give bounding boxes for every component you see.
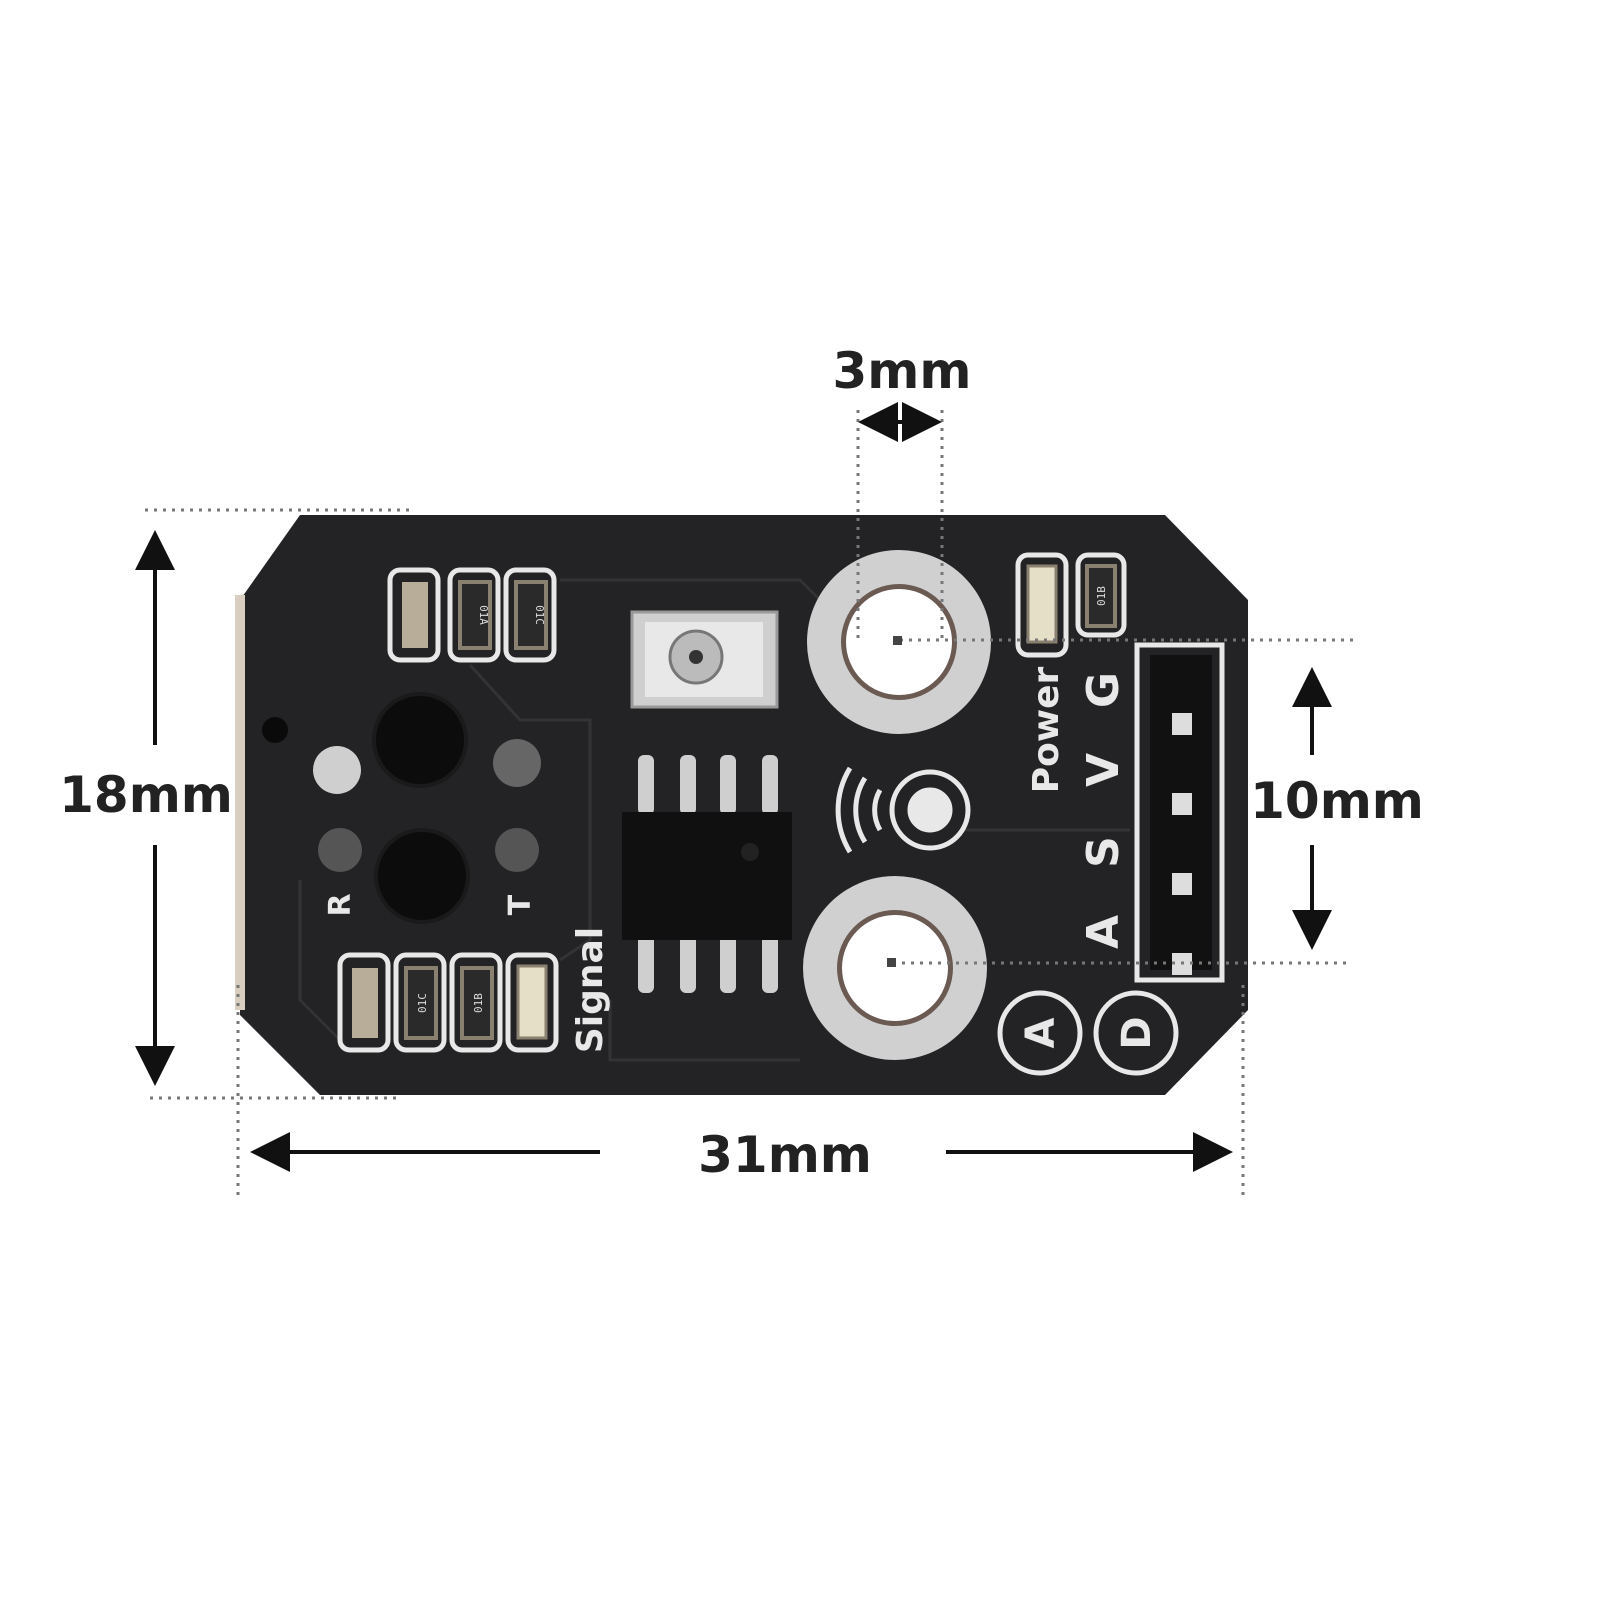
ic-chip [622, 755, 792, 993]
silk-mode-digital: D [1114, 1016, 1160, 1049]
silk-mode-analog: A [1018, 1017, 1064, 1048]
hole-spacing-label: 10mm [1250, 772, 1424, 830]
silk-transmitter-label: T [503, 894, 538, 915]
board-width-label: 31mm [698, 1126, 872, 1184]
dimension-arrows [135, 402, 1332, 1172]
mode-d-circle [1093, 990, 1179, 1076]
resistor-code: 01B [472, 993, 485, 1013]
hole-center-mark [887, 958, 896, 967]
small-hole [262, 717, 288, 743]
silk-receiver-label: R [323, 893, 358, 916]
silk-pin-v: V [1078, 753, 1129, 787]
smd-components-bottom: 01C 01B [337, 952, 559, 1053]
mode-a-circle [997, 990, 1083, 1076]
hole-diameter-label: 3mm [833, 342, 972, 400]
silk-pin-s: S [1078, 836, 1129, 868]
resistor-code: 01B [1095, 586, 1108, 606]
pin-header [1134, 642, 1225, 983]
dimension-guides [145, 410, 1355, 1200]
silk-pin-a: A [1078, 915, 1129, 949]
silk-signal-label: Signal [570, 927, 611, 1053]
resistor-code: 01A [477, 605, 490, 625]
potentiometer [630, 610, 779, 709]
hole-center-mark [893, 636, 902, 645]
signal-waves-icon [835, 766, 971, 854]
silk-pin-g: G [1078, 672, 1129, 708]
power-led-group: 01B [1015, 552, 1127, 658]
ir-sensor-pair [313, 692, 541, 924]
silk-power-label: Power [1026, 666, 1067, 793]
smd-components-top: 01A 01C [387, 567, 557, 663]
resistor-code: 01C [416, 993, 429, 1013]
mounting-hole-bottom [803, 876, 987, 1060]
resistor-code: 01C [533, 605, 546, 625]
board-height-label: 18mm [59, 766, 233, 824]
